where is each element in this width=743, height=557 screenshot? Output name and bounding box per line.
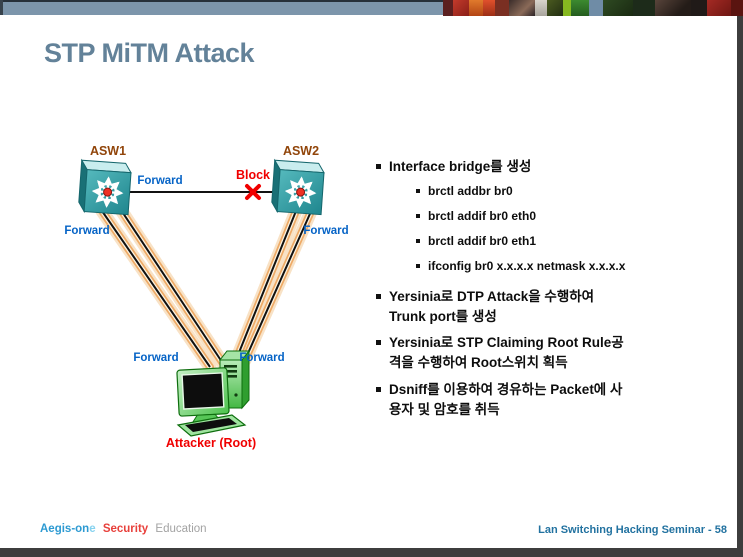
window-border-right xyxy=(737,16,743,557)
collage-photo xyxy=(707,0,731,16)
bullet-item: Yersinia로 STP Claiming Root Rule공 격을 수행하… xyxy=(376,333,736,373)
collage-photo xyxy=(443,0,453,16)
top-edge-line xyxy=(0,0,743,2)
right-lower-forward-label: Forward xyxy=(239,352,284,364)
bullet-marker xyxy=(416,238,420,243)
page-title: STP MiTM Attack xyxy=(44,38,255,68)
attacker-pc-icon xyxy=(176,349,251,437)
left-upper-forward-label: Forward xyxy=(64,225,109,237)
bullet-marker xyxy=(416,263,420,268)
network-diagram: ASW1 ASW2 Forward Block Forward Forward … xyxy=(64,144,348,450)
footer-security-text: Security xyxy=(102,523,149,535)
bullet-item: Dsniff를 이용하여 경유하는 Packet에 사 용자 및 암호를 취득 xyxy=(376,380,736,420)
footer-brand: Aegis-one Security Education xyxy=(40,523,207,535)
bullet-marker xyxy=(376,387,381,393)
collage-photo xyxy=(633,0,655,16)
bullet-text: ifconfig br0 x.x.x.x netmask x.x.x.x xyxy=(428,258,626,273)
bullet-text: Yersinia로 DTP Attack을 수행하여 Trunk port를 생… xyxy=(389,288,595,324)
asw1-switch-icon xyxy=(78,160,131,214)
sub-bullet-item: brctl addif br0 eth1 xyxy=(416,234,736,248)
bullet-text: brctl addif br0 eth1 xyxy=(428,233,537,248)
bullet-item: Interface bridge를 생성 xyxy=(376,157,736,177)
bullet-marker xyxy=(376,164,381,169)
collage-photo xyxy=(589,0,603,16)
bullet-list: Interface bridge를 생성 brctl addbr br0 brc… xyxy=(376,157,736,427)
collage-photo xyxy=(509,0,535,16)
bullet-marker xyxy=(416,213,420,218)
sub-bullet-item: brctl addbr br0 xyxy=(416,184,736,198)
left-lower-forward-label: Forward xyxy=(133,352,178,364)
bullet-text: Interface bridge를 생성 xyxy=(389,159,532,174)
bullet-text: Dsniff를 이용하여 경유하는 Packet에 사 용자 및 암호를 취득 xyxy=(389,382,623,418)
asw2-switch-icon xyxy=(271,160,324,214)
collage-photo xyxy=(453,0,469,16)
collage-photo xyxy=(655,0,691,16)
footer-brand-name: Aegis-on xyxy=(40,523,90,535)
footer-education-text: Education xyxy=(155,523,207,535)
bullet-text: brctl addbr br0 xyxy=(428,183,513,198)
collage-photo xyxy=(563,0,571,16)
asw2-label: ASW2 xyxy=(283,144,319,158)
bullet-item: Yersinia로 DTP Attack을 수행하여 Trunk port를 생… xyxy=(376,287,736,327)
collage-photo xyxy=(535,0,547,16)
bullet-marker xyxy=(376,340,381,346)
sub-bullet-item: brctl addif br0 eth0 xyxy=(416,209,736,223)
bullet-text: brctl addif br0 eth0 xyxy=(428,208,537,223)
block-label: Block xyxy=(236,168,270,182)
bullet-marker xyxy=(416,188,420,193)
right-upper-forward-label: Forward xyxy=(303,225,348,237)
block-x-icon xyxy=(245,184,261,200)
asw1-label: ASW1 xyxy=(90,144,126,158)
sub-bullet-item: ifconfig br0 x.x.x.x netmask x.x.x.x xyxy=(416,259,736,273)
photo-collage xyxy=(443,0,743,16)
collage-photo xyxy=(731,0,743,16)
collage-photo xyxy=(483,0,495,16)
bullet-text: Yersinia로 STP Claiming Root Rule공 격을 수행하… xyxy=(389,335,624,371)
trunk-link-left xyxy=(95,200,229,374)
collage-photo xyxy=(691,0,707,16)
footer-brand-name-tail: e xyxy=(89,523,96,535)
collage-photo xyxy=(469,0,483,16)
pc-monitor xyxy=(176,367,230,424)
collage-photo xyxy=(495,0,509,16)
top-bar-notch xyxy=(0,0,3,15)
footer-seminar-page: Lan Switching Hacking Seminar - 58 xyxy=(538,524,727,536)
trunk-link-right xyxy=(227,200,320,372)
collage-photo xyxy=(547,0,563,16)
bullet-marker xyxy=(376,293,381,299)
window-border-bottom xyxy=(0,548,743,557)
collage-photo xyxy=(571,0,589,16)
pc-keyboard xyxy=(176,414,247,437)
collage-photo xyxy=(603,0,633,16)
top-forward-label: Forward xyxy=(137,175,182,187)
attacker-label: Attacker (Root) xyxy=(166,436,256,450)
